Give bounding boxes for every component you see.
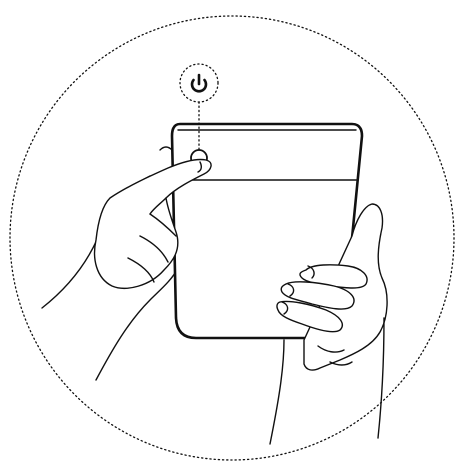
power-icon-callout xyxy=(180,64,218,102)
power-icon xyxy=(192,75,206,91)
